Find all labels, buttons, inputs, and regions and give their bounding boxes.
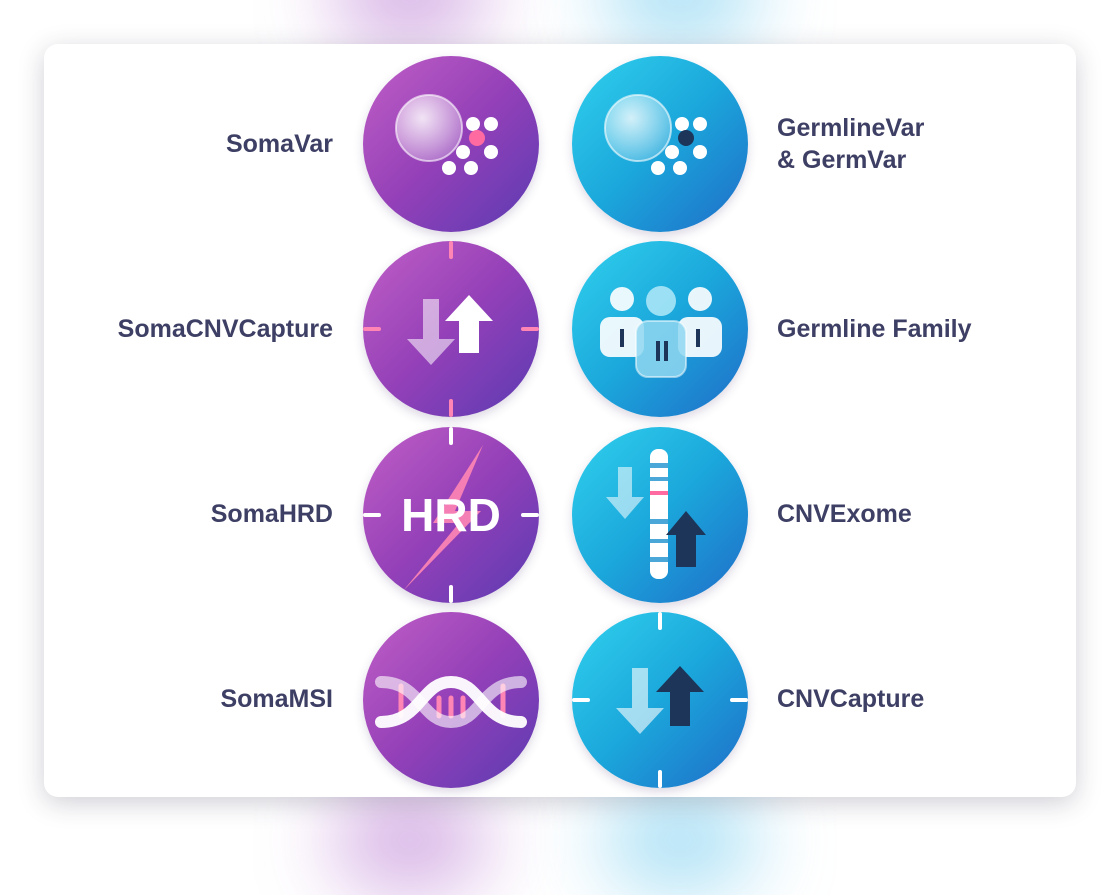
cell-variant-icon [395, 94, 498, 175]
germlinevar-icon[interactable] [572, 56, 748, 232]
background-glow-blue-bottom [600, 785, 760, 895]
somahrd-icon[interactable]: HRD [363, 427, 539, 603]
somavar-icon[interactable] [363, 56, 539, 232]
label-somahrd: SomaHRD [210, 500, 333, 528]
label-germlinevar-line2: & GermVar [777, 146, 907, 174]
copy-number-arrows-icon [572, 612, 748, 788]
label-germlinevar-line1: GermlineVar [777, 114, 925, 142]
product-card [44, 44, 1076, 797]
label-somavar: SomaVar [225, 130, 333, 158]
lightning-hrd-icon: HRD [363, 427, 539, 603]
dna-helix-icon [375, 675, 527, 729]
label-cnvcapture: CNVCapture [777, 685, 925, 713]
hrd-badge-text: HRD [401, 489, 501, 541]
label-germlinevar: GermlineVar & GermVar [777, 112, 924, 176]
label-cnvexome: CNVExome [777, 500, 912, 528]
somamsi-icon[interactable] [363, 612, 539, 788]
copy-number-arrows-icon [363, 241, 539, 417]
chromosome-arrows-icon [606, 449, 706, 579]
background-glow-blue-top [600, 0, 760, 50]
background-glow-purple-bottom [330, 785, 490, 895]
somacnvcapture-icon[interactable] [363, 241, 539, 417]
label-germline-family: Germline Family [777, 315, 972, 343]
family-icon [600, 286, 722, 378]
cnvcapture-icon[interactable] [572, 612, 748, 788]
germline-family-icon[interactable] [572, 241, 748, 417]
label-somamsi: SomaMSI [220, 685, 333, 713]
cnvexome-icon[interactable] [572, 427, 748, 603]
cell-variant-icon [604, 94, 707, 175]
label-somacnvcapture: SomaCNVCapture [117, 315, 333, 343]
background-glow-purple-top [330, 0, 490, 50]
